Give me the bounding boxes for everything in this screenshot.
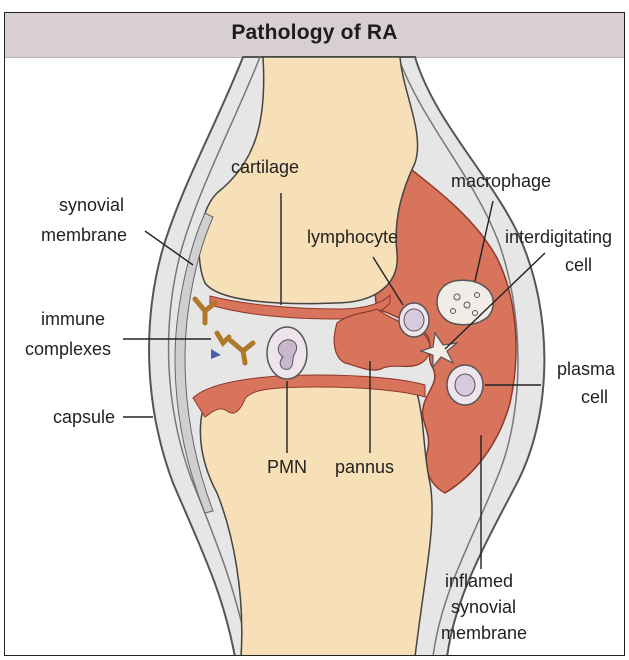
label-inflamed-3: membrane (441, 623, 527, 643)
label-pannus: pannus (335, 457, 394, 477)
label-synovial-2: membrane (41, 225, 127, 245)
label-plasma-2: cell (581, 387, 608, 407)
label-pmn: PMN (267, 457, 307, 477)
label-immune-1: immune (41, 309, 105, 329)
label-immune-2: complexes (25, 339, 111, 359)
label-interdigitating-1: interdigitating (505, 227, 612, 247)
label-inflamed-2: synovial (451, 597, 516, 617)
label-interdigitating-2: cell (565, 255, 592, 275)
label-macrophage: macrophage (451, 171, 551, 191)
label-cartilage: cartilage (231, 157, 299, 177)
diagram-figure: Pathology of RA (4, 12, 625, 656)
label-lymphocyte: lymphocyte (307, 227, 398, 247)
plasma-cell-nucleus (455, 374, 475, 396)
label-synovial-1: synovial (59, 195, 124, 215)
label-capsule: capsule (53, 407, 115, 427)
joint-diagram: cartilage macrophage synovial membrane l… (5, 13, 625, 656)
label-inflamed-1: inflamed (445, 571, 513, 591)
lymphocyte-nucleus (404, 309, 424, 331)
label-plasma-1: plasma (557, 359, 616, 379)
